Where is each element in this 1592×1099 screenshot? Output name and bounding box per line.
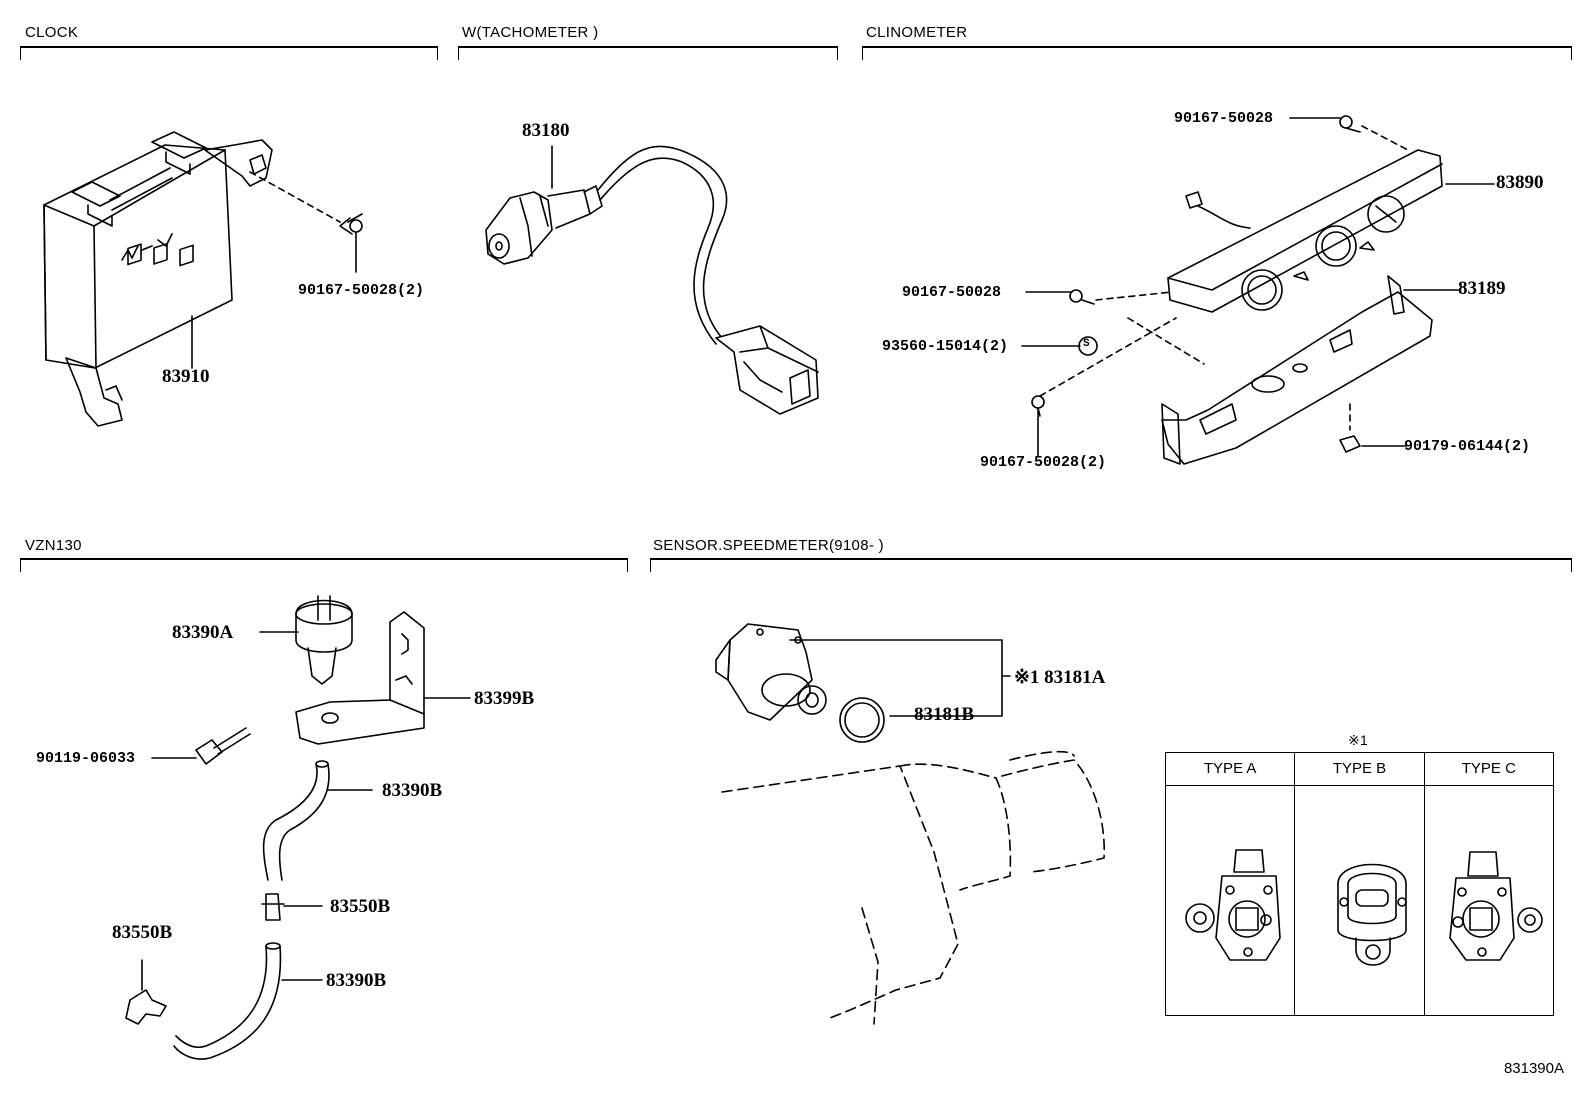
part-83390a: 83390A xyxy=(172,622,234,643)
section-title-speed-sensor: SENSOR.SPEEDMETER(9108- ) xyxy=(653,537,884,554)
section-bracket-tachometer xyxy=(458,46,838,60)
part-90167-50028-bottom: 90167-50028(2) xyxy=(980,454,1107,471)
vzn130-drawing xyxy=(125,595,471,1060)
speed-sensor-drawing xyxy=(715,623,1106,1025)
part-83399b: 83399B xyxy=(474,688,535,709)
part-83890: 83890 xyxy=(1496,172,1544,193)
type-c-connector-drawing xyxy=(1449,851,1543,961)
part-83189: 83189 xyxy=(1458,278,1506,299)
section-bracket-clock xyxy=(20,46,438,60)
type-a-column: TYPE A xyxy=(1166,753,1296,1015)
clinometer-drawing xyxy=(1021,115,1495,465)
section-bracket-clinometer xyxy=(862,46,1572,60)
part-83550b-right: 83550B xyxy=(330,896,391,917)
section-title-vzn130: VZN130 xyxy=(25,537,82,554)
type-b-column: TYPE B xyxy=(1295,753,1425,1015)
part-83390b-lower: 83390B xyxy=(326,970,387,991)
part-83181b: 83181B xyxy=(914,704,975,725)
part-90119-06033: 90119-06033 xyxy=(36,750,136,767)
section-bracket-vzn130 xyxy=(20,558,628,572)
section-title-clinometer: CLINOMETER xyxy=(866,24,968,41)
part-90167-50028-clock: 90167-50028(2) xyxy=(298,282,425,299)
part-93560-15014: 93560-15014(2) xyxy=(882,338,1009,355)
type-c-header: TYPE C xyxy=(1424,753,1553,786)
part-83910: 83910 xyxy=(162,366,210,387)
part-83180: 83180 xyxy=(522,120,570,141)
diagram-code: 831390A xyxy=(1503,1060,1564,1077)
part-90167-50028-top: 90167-50028 xyxy=(1174,110,1274,127)
section-title-tachometer: W(TACHOMETER ) xyxy=(462,24,599,41)
section-bracket-speed-sensor xyxy=(650,558,1572,572)
part-83550b-left: 83550B xyxy=(112,922,173,943)
s-mark: S xyxy=(1083,338,1090,350)
part-83181a: ※1 83181A xyxy=(1014,667,1106,688)
type-b-connector-drawing xyxy=(1337,863,1407,966)
clock-unit-drawing xyxy=(43,131,363,427)
connector-type-table: TYPE A TYPE B TYPE C xyxy=(1165,752,1554,1016)
type-c-column: TYPE C xyxy=(1424,753,1553,1015)
section-title-clock: CLOCK xyxy=(25,24,79,41)
tachometer-sensor-drawing xyxy=(485,145,819,415)
type-b-header: TYPE B xyxy=(1295,753,1424,786)
type-table-caption: ※1 xyxy=(1348,732,1369,748)
type-a-header: TYPE A xyxy=(1166,753,1295,786)
part-90167-50028-mid: 90167-50028 xyxy=(902,284,1002,301)
part-90179-06144: 90179-06144(2) xyxy=(1404,438,1531,455)
part-83390b-upper: 83390B xyxy=(382,780,443,801)
type-a-connector-drawing xyxy=(1185,849,1281,961)
